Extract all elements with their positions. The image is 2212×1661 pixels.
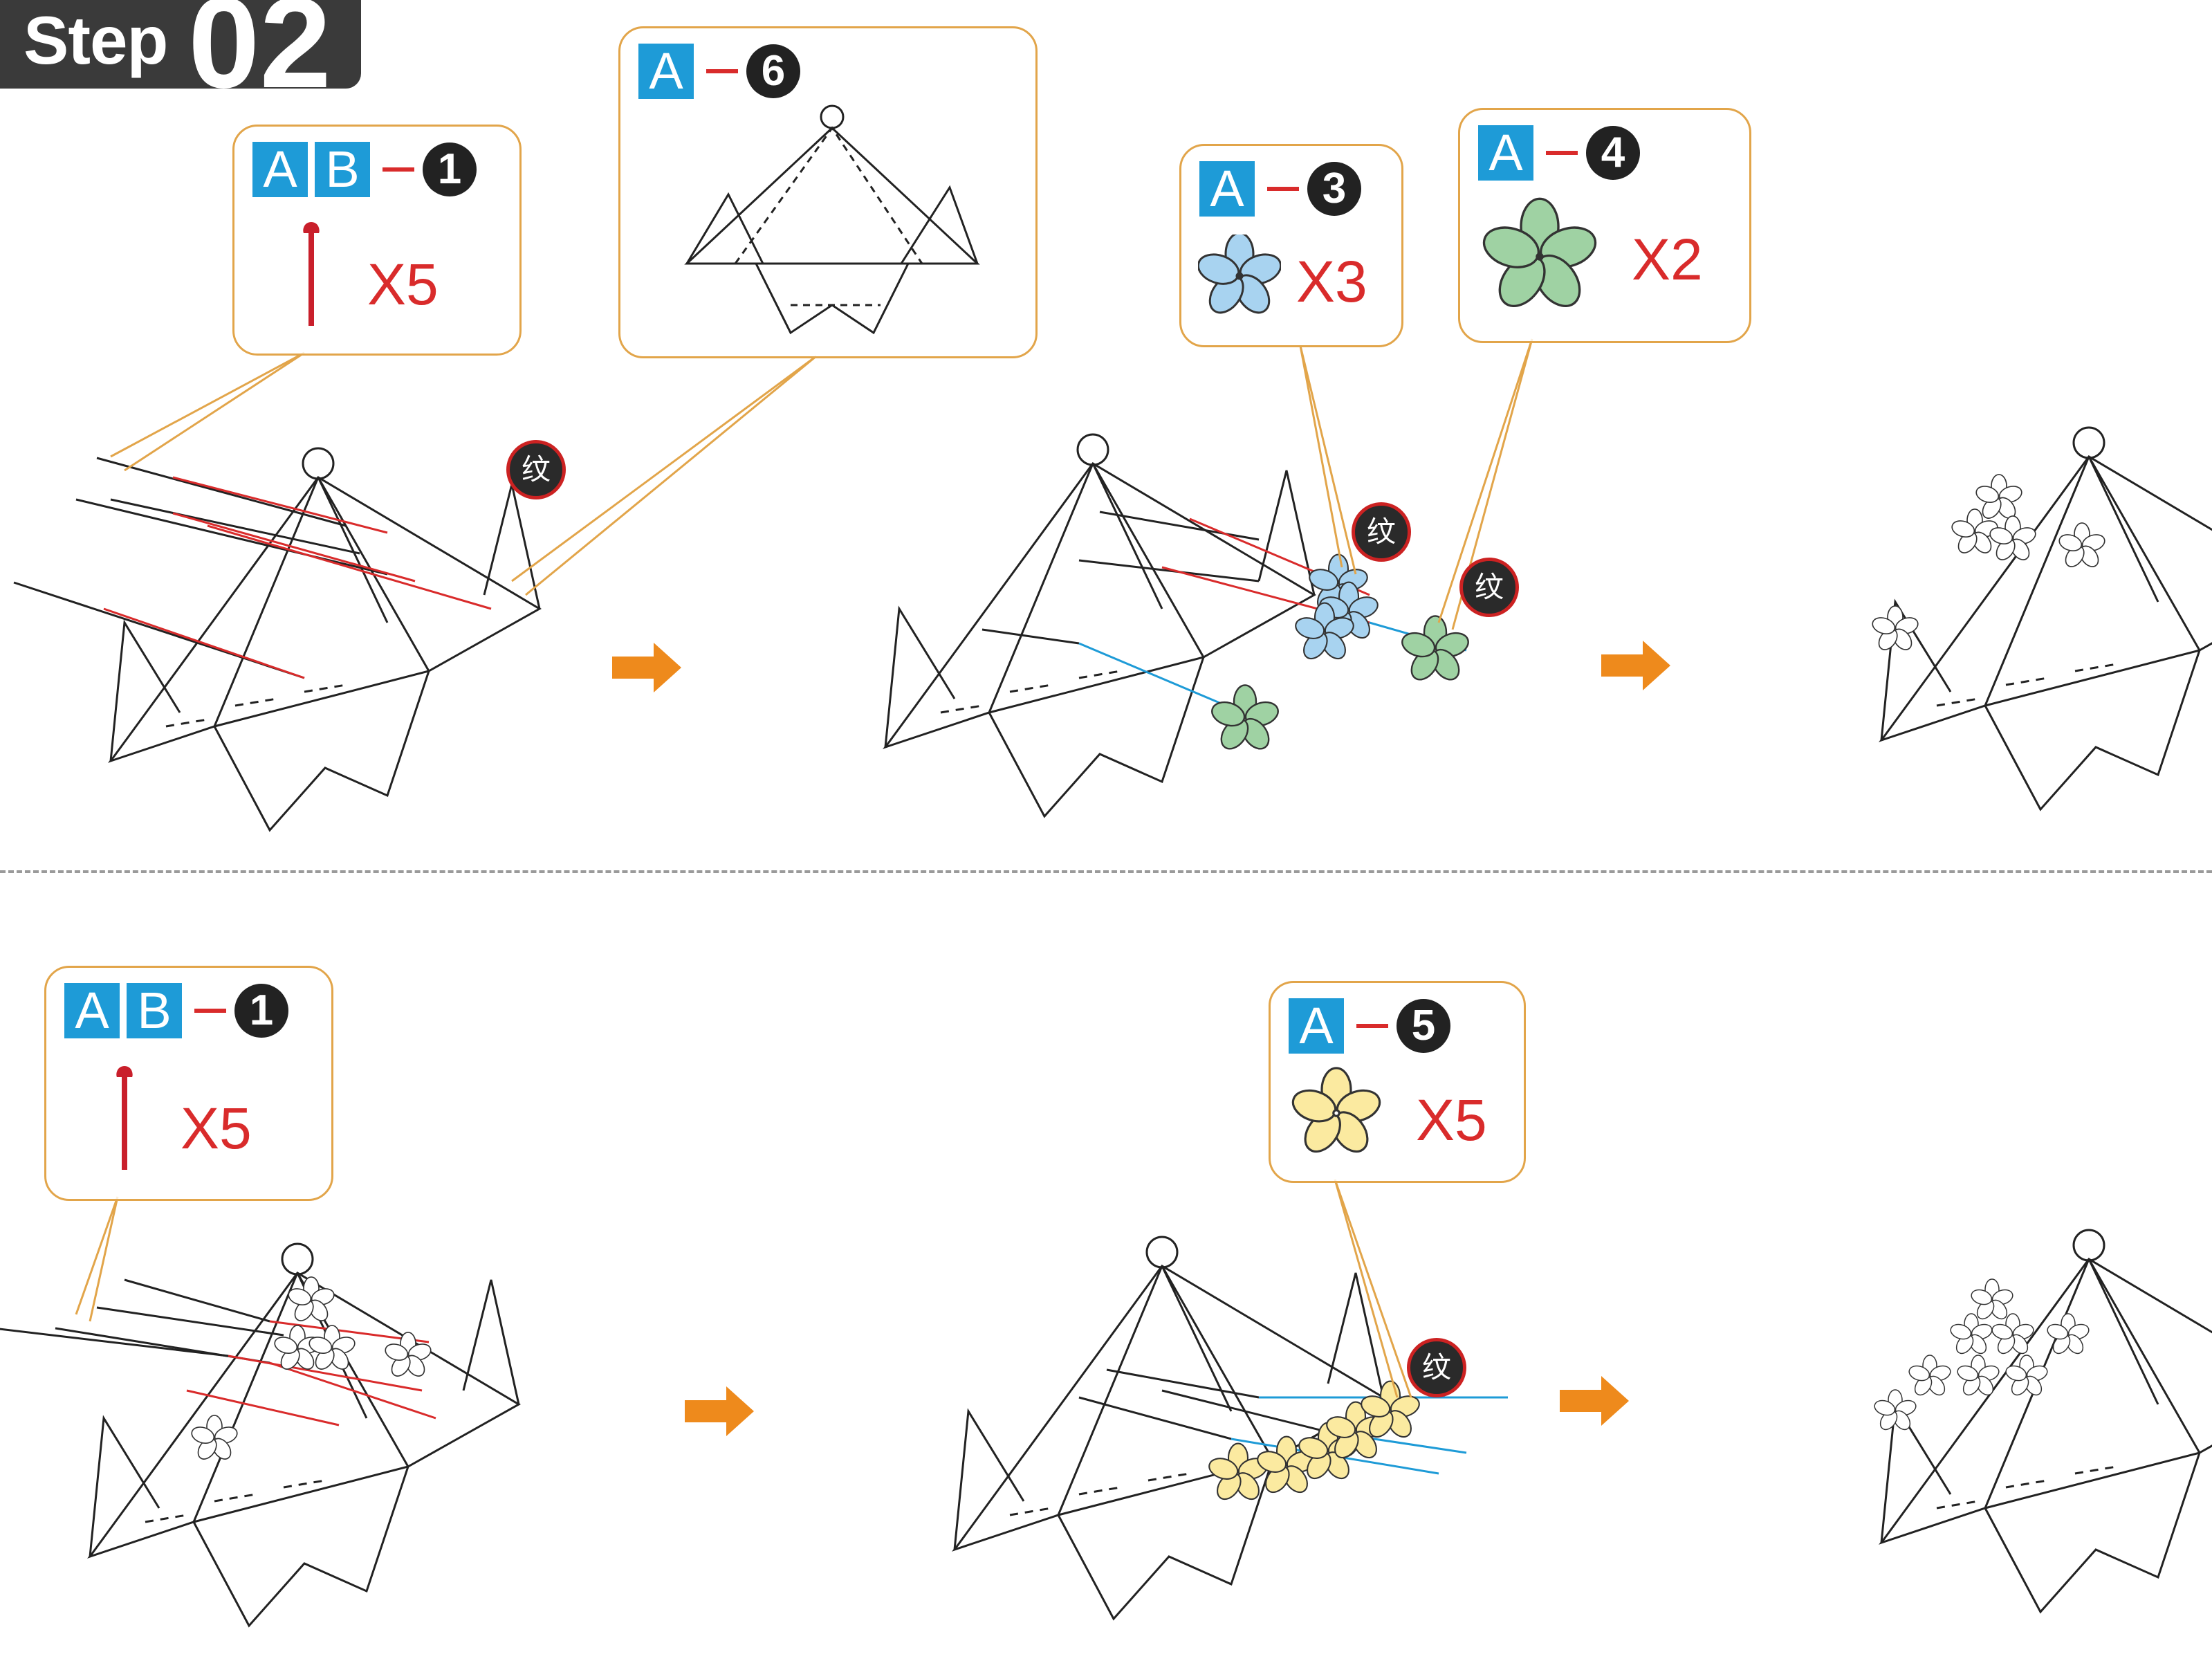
quantity-label: X5	[181, 1096, 252, 1161]
part-tag-a: A	[1289, 998, 1344, 1054]
row-divider	[0, 870, 2212, 873]
part-number: 5	[1397, 999, 1450, 1053]
pyramid-model-4	[0, 1242, 520, 1627]
pyramid-model-2	[884, 433, 1467, 818]
part-number: 4	[1586, 126, 1640, 180]
pyramid-model-1	[13, 447, 541, 832]
part-number: 1	[423, 143, 477, 196]
next-step-arrow-icon	[1601, 641, 1670, 690]
pyramid-model-6	[1880, 1229, 2212, 1613]
blue-flowers-top	[1292, 553, 1381, 664]
quantity-label: X5	[367, 252, 439, 317]
flower-green-icon	[1481, 197, 1598, 312]
texture-marker: 纹	[1352, 502, 1411, 562]
part-tag-a: A	[64, 983, 120, 1038]
callout-a6: A 6	[618, 26, 1038, 358]
step-label: Step	[24, 2, 168, 78]
step-number: 02	[188, 0, 331, 115]
quantity-label: X5	[1416, 1088, 1487, 1153]
pin-icon	[116, 1066, 133, 1170]
part-tag-b: B	[315, 142, 370, 197]
pin-icon	[303, 222, 320, 326]
quantity-label: X3	[1296, 249, 1367, 314]
pyramid-model-3	[1880, 426, 2212, 811]
texture-marker: 纹	[506, 440, 566, 499]
callout-leaders	[75, 338, 1533, 1398]
part-number: 6	[746, 44, 800, 98]
flower-blue-icon	[1198, 235, 1281, 318]
part-number: 3	[1307, 162, 1361, 216]
callout-ab1-bottom: A B 1 X5	[44, 966, 333, 1201]
texture-marker: 纹	[1459, 558, 1519, 617]
part-tag-a: A	[1199, 161, 1255, 217]
quantity-label: X2	[1632, 227, 1703, 292]
next-step-arrow-icon	[612, 643, 681, 692]
next-step-arrow-icon	[685, 1386, 754, 1436]
pyramid-model-5	[953, 1236, 1508, 1620]
callout-ab1-top: A B 1 X5	[232, 125, 522, 356]
part-tag-a: A	[638, 44, 694, 99]
top-panel-part-icon	[684, 104, 980, 335]
texture-marker: 纹	[1407, 1338, 1466, 1397]
callout-a3: A 3 X3	[1179, 144, 1403, 347]
part-tag-a: A	[252, 142, 308, 197]
callout-a5: A 5 X5	[1269, 981, 1526, 1183]
step-badge: Step 02	[0, 0, 361, 115]
part-number: 1	[234, 984, 288, 1038]
next-step-arrow-icon	[1560, 1376, 1629, 1426]
part-tag-b: B	[127, 983, 182, 1038]
flower-yellow-icon	[1291, 1067, 1381, 1156]
part-tag-a: A	[1478, 125, 1533, 181]
callout-a4: A 4 X2	[1458, 108, 1751, 343]
